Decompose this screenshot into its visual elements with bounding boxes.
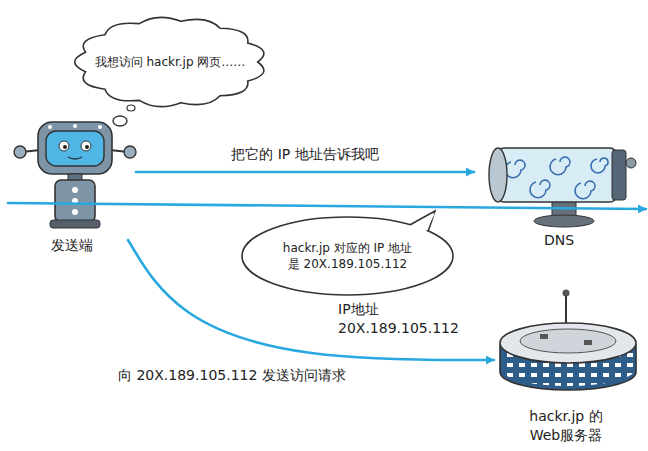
bubble-tail-fill [409, 213, 435, 234]
node-label: 我想访问 hackr.jp 网页…… [95, 54, 246, 70]
robot-figure-part [85, 145, 89, 149]
node-label: DNS [544, 231, 574, 250]
robot-figure-part [98, 125, 102, 129]
robot-figure-part [81, 141, 91, 151]
dns-server-icon-part [626, 158, 636, 168]
robot-figure-part [72, 187, 78, 193]
request-arrow [8, 203, 646, 209]
web-server-icon-part [584, 340, 592, 345]
dns-server-icon-part [534, 215, 594, 227]
swirl-texture-part [530, 180, 550, 198]
swirl-texture [505, 157, 608, 199]
dns-server-icon-part [498, 148, 616, 202]
web-server-icon-part [540, 334, 548, 339]
request-arrow [136, 171, 474, 174]
cloud-outline [74, 17, 263, 106]
swirl-texture-part [575, 181, 595, 199]
robot-figure-part [59, 141, 69, 151]
robot-figure-part [68, 157, 82, 159]
web-server-icon-part [520, 329, 616, 353]
robot-figure-part [72, 209, 78, 215]
web-server-icon [500, 290, 636, 391]
swirl-texture-part [505, 160, 525, 178]
thought-cloud: 我想访问 hackr.jp 网页…… [73, 12, 268, 112]
thought-dots [113, 105, 135, 126]
dns-server-icon-part [612, 150, 626, 200]
swirl-texture-part [550, 157, 570, 175]
robot-figure-part [48, 125, 52, 129]
robot-figure [14, 122, 136, 228]
dns-node: DNS [478, 128, 640, 250]
node-label: 发送端 [51, 236, 93, 255]
thought-dots-part [113, 116, 127, 126]
web-server-icon-part [500, 323, 636, 363]
robot-figure-part [50, 220, 100, 228]
dns-server-icon-part [489, 148, 507, 202]
web-server-node: hackr.jp 的 Web服务器 [490, 285, 642, 445]
robot-figure-part [73, 124, 77, 128]
swirl-texture-part [591, 158, 608, 173]
node-label: hackr.jp 对应的 IP 地址 是 20X.189.105.112 [280, 240, 415, 272]
robot-figure-part [55, 180, 95, 222]
robot-figure-part [124, 146, 136, 158]
web-server-icon-part [563, 290, 570, 297]
speech-bubble-outline [240, 215, 455, 297]
web-server-icon-part [565, 294, 567, 326]
robot-figure-part [38, 122, 112, 174]
dns-server-icon [489, 148, 636, 227]
speech-bubble: hackr.jp 对应的 IP 地址 是 20X.189.105.112 [240, 215, 455, 297]
ip-address-label: IP地址 20X.189.105.112 [338, 300, 463, 338]
sender-node: 发送端 [12, 105, 132, 255]
thought-dots-part [127, 105, 135, 111]
robot-figure-part [14, 146, 26, 158]
edge-label: 向 20X.189.105.112 发送访问请求 [118, 366, 346, 385]
robot-figure-part [63, 145, 67, 149]
edge-label: 把它的 IP 地址告诉我吧 [231, 145, 378, 164]
node-label: hackr.jp 的 Web服务器 [519, 407, 614, 445]
robot-figure-part [46, 131, 104, 166]
